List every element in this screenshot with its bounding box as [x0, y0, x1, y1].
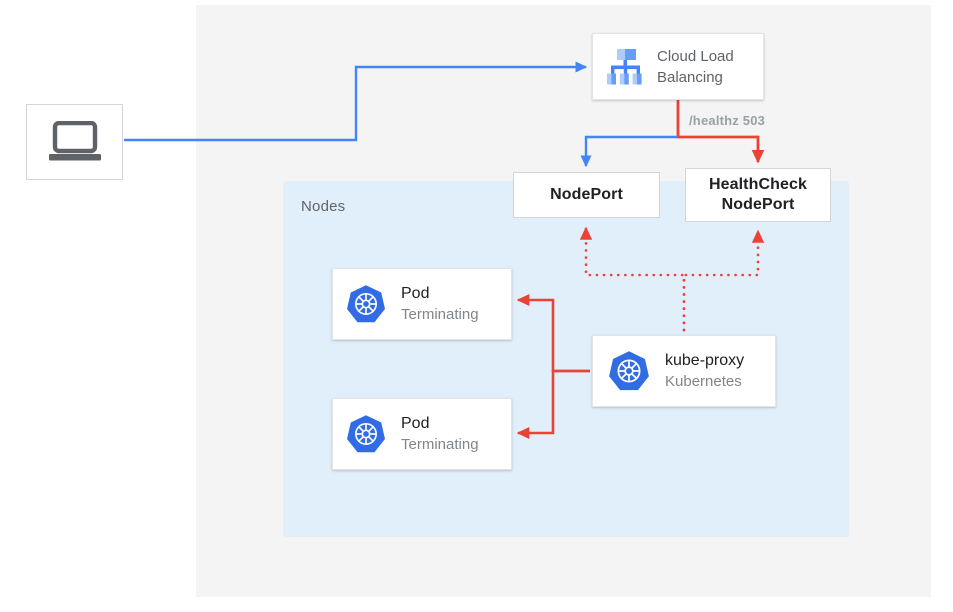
nodeport-node[interactable]: NodePort [513, 172, 660, 218]
kubernetes-icon [609, 351, 649, 391]
pod-node-1-title: Pod [401, 285, 430, 302]
healthcheck-nodeport-label-line-2: NodePort [721, 196, 795, 213]
kube-proxy-title: kube-proxy [665, 352, 745, 369]
nodeport-label: NodePort [550, 186, 623, 203]
pod-node-1-text: Pod Terminating [401, 283, 479, 325]
kubernetes-icon [347, 285, 385, 323]
edge-label-healthz: /healthz 503 [689, 113, 766, 128]
pod-node-2-subtitle: Terminating [401, 436, 479, 453]
laptop-icon [48, 121, 101, 161]
kube-proxy-subtitle: Kubernetes [665, 373, 742, 390]
healthcheck-nodeport-label-line-1: HealthCheck [708, 176, 808, 193]
nodes-region-label: Nodes [301, 198, 346, 215]
cloud-load-balancing-icon [607, 48, 642, 84]
cloud-load-balancing-node[interactable]: Cloud Load Balancing [592, 33, 764, 100]
pod-node-2-title: Pod [401, 415, 430, 432]
pod-node-1-subtitle: Terminating [401, 306, 479, 323]
cloud-load-balancing-label: Cloud Load Balancing [657, 46, 734, 88]
pod-node-1[interactable]: Pod Terminating [332, 268, 512, 340]
client-node[interactable] [26, 104, 123, 180]
kube-proxy-text: kube-proxy Kubernetes [665, 350, 744, 392]
kube-proxy-node[interactable]: kube-proxy Kubernetes [592, 335, 776, 407]
kubernetes-icon [347, 415, 385, 453]
healthcheck-nodeport-label: HealthCheck NodePort [709, 175, 807, 215]
cloud-load-balancing-title-line-2: Balancing [657, 68, 723, 86]
pod-node-2-text: Pod Terminating [401, 413, 479, 455]
cloud-load-balancing-title-line-1: Cloud Load [657, 47, 734, 65]
pod-node-2[interactable]: Pod Terminating [332, 398, 512, 470]
healthcheck-nodeport-node[interactable]: HealthCheck NodePort [685, 168, 831, 222]
